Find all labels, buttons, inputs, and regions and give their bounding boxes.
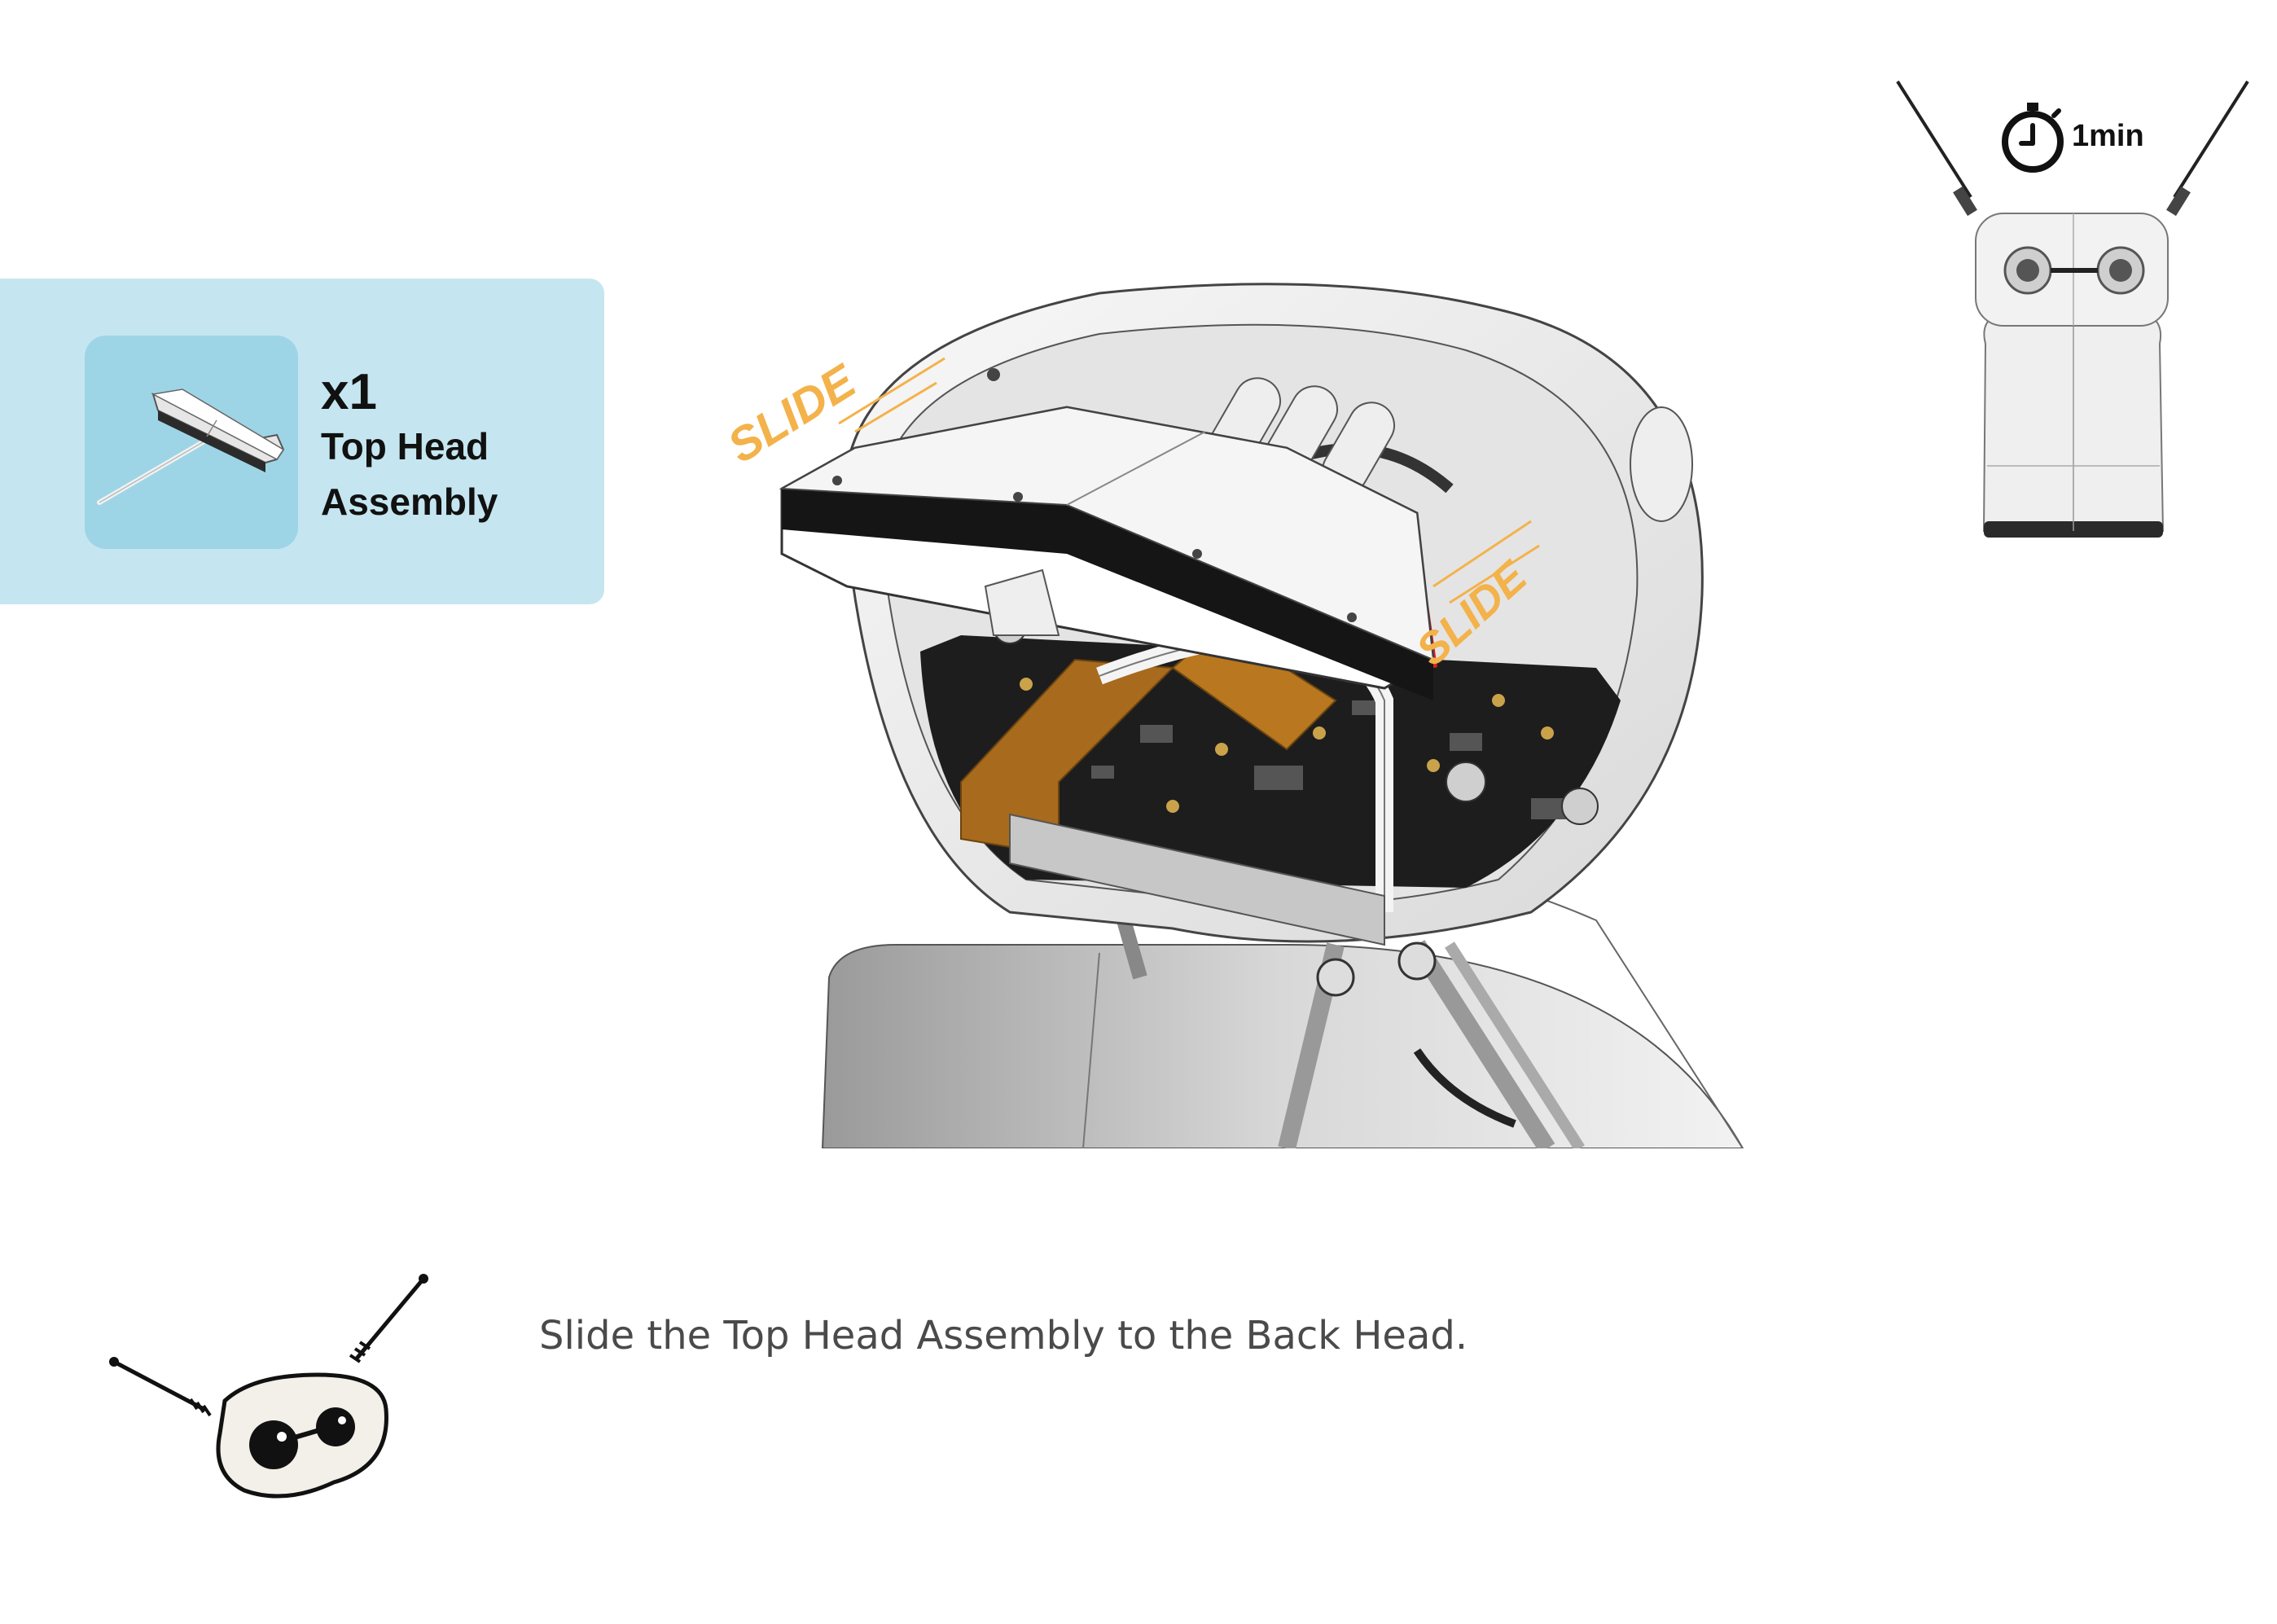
time-label: 1min <box>2072 119 2144 153</box>
part-name: Top Head Assembly <box>321 425 498 523</box>
parts-card: x1 Top Head Assembly <box>0 279 604 604</box>
time-estimate: 1min <box>2000 98 2196 179</box>
top-head-assembly-part-icon <box>97 388 285 505</box>
robot-overview-illustration <box>1896 80 2249 538</box>
stopwatch-icon <box>2002 103 2064 173</box>
robot-mascot-logo <box>109 1274 428 1499</box>
part-thumbnail <box>85 336 298 549</box>
main-assembly-illustration: SLIDE SLIDE <box>718 283 1744 1148</box>
instruction-text: Slide the Top Head Assembly to the Back … <box>539 1313 1468 1358</box>
part-quantity: x1 <box>321 364 377 420</box>
